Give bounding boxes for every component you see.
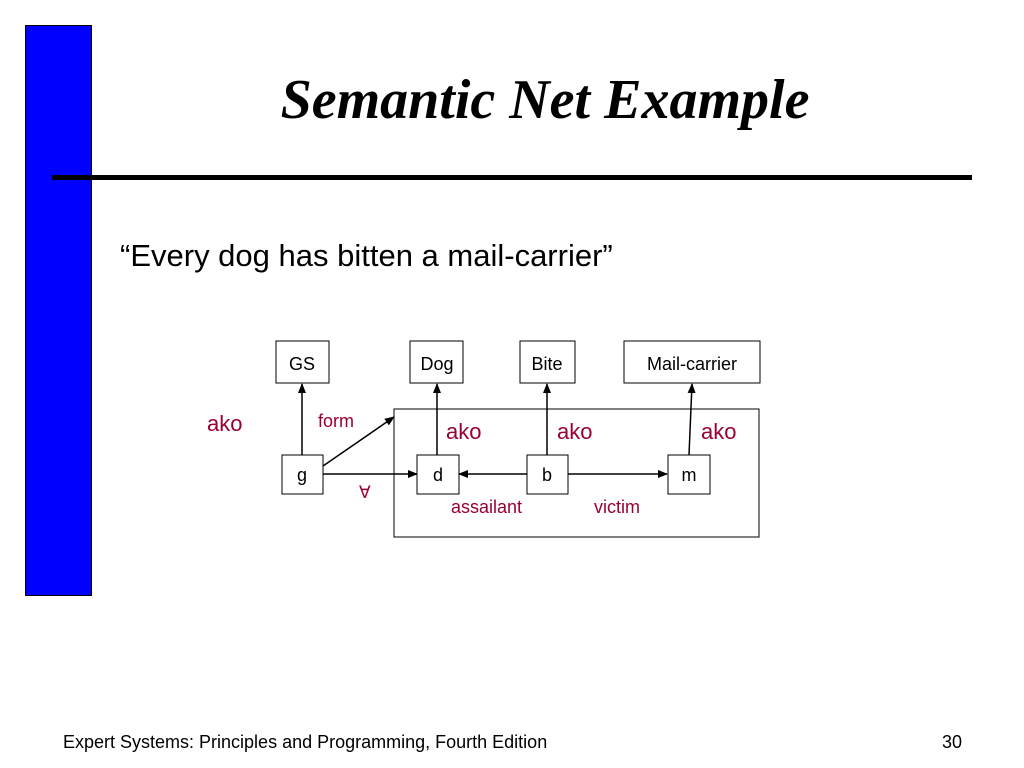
slide-title: Semantic Net Example — [280, 69, 810, 131]
label-form: form — [318, 411, 354, 431]
node-m: m — [667, 454, 711, 495]
node-gs: GS — [275, 340, 330, 384]
scope-box — [393, 408, 760, 538]
label-ako-m: ako — [701, 419, 736, 444]
node-m-label: m — [682, 465, 697, 485]
node-d: d — [416, 454, 460, 495]
node-b: b — [526, 454, 569, 495]
node-bite: Bite — [519, 340, 576, 384]
node-bite-label: Bite — [531, 354, 562, 374]
node-mail-carrier-label: Mail-carrier — [647, 354, 737, 374]
footer-text: Expert Systems: Principles and Programmi… — [63, 732, 548, 752]
node-b-label: b — [542, 465, 552, 485]
node-d-label: d — [433, 465, 443, 485]
node-g: g — [281, 454, 324, 495]
label-ako-b: ako — [557, 419, 592, 444]
page-number: 30 — [941, 732, 962, 752]
label-forall: ∀ — [359, 483, 371, 503]
edge-g-to-scope — [322, 416, 395, 467]
node-dog-label: Dog — [420, 354, 453, 374]
node-mail-carrier: Mail-carrier — [623, 340, 761, 384]
label-victim: victim — [594, 497, 640, 517]
edge-m-to-mail-carrier — [687, 383, 696, 456]
node-dog: Dog — [409, 340, 464, 384]
accent-bar — [25, 25, 92, 596]
title-divider — [52, 175, 972, 180]
node-g-label: g — [297, 465, 307, 485]
label-ako-g: ako — [207, 411, 242, 436]
label-ako-d: ako — [446, 419, 481, 444]
label-assailant: assailant — [451, 497, 522, 517]
node-gs-label: GS — [289, 354, 315, 374]
slide-quote: “Every dog has bitten a mail-carrier” — [120, 238, 613, 273]
